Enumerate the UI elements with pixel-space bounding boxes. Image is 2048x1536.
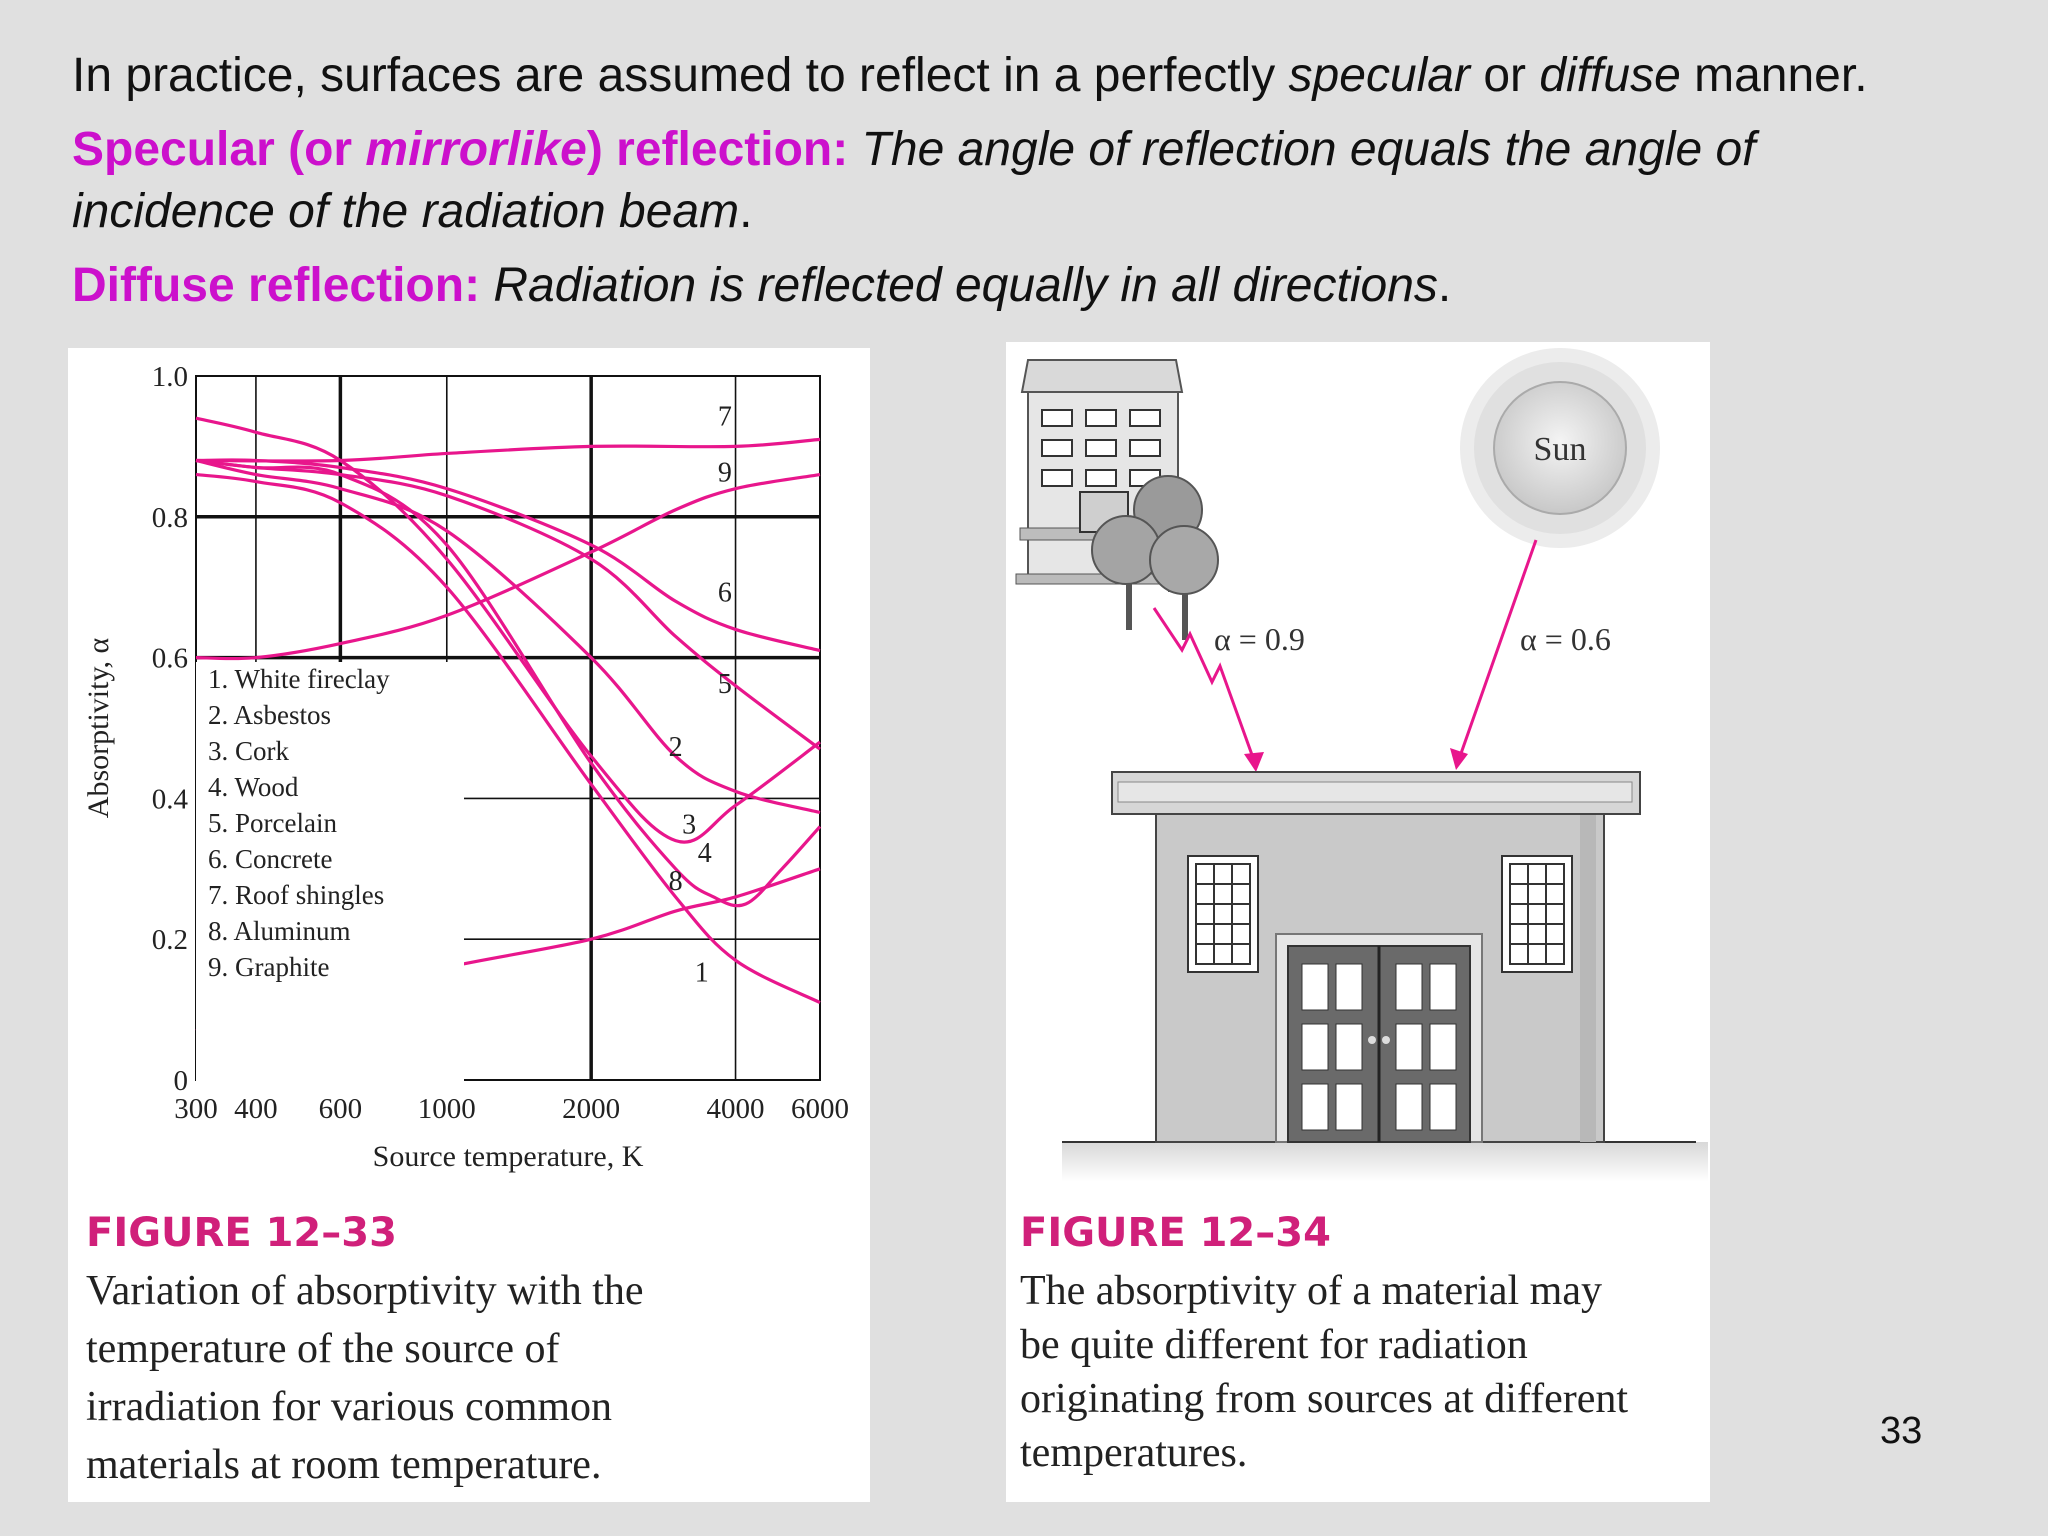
y-tick-label: 1.0: [152, 361, 188, 393]
intro-end: manner.: [1680, 49, 1868, 102]
legend-entry: 3. Cork: [208, 736, 290, 766]
legend-background: [196, 662, 464, 1082]
specular-text: The angle of reflection equals the angle…: [848, 123, 1756, 176]
alpha-left-label: α = 0.9: [1214, 621, 1305, 657]
house-icon: [1111, 771, 1641, 1143]
legend-entry: 4. Wood: [208, 772, 299, 802]
series-labels: 1 2 34 5 6 7 8 9: [669, 401, 732, 988]
ground: [1062, 1142, 1708, 1182]
y-axis-label: Absorptivity, α: [82, 638, 115, 819]
radiation-arrow-right: [1450, 539, 1538, 770]
intro-diffuse: diffuse: [1539, 49, 1681, 102]
series-8-label: 8: [669, 866, 683, 897]
specular-definition-cont: incidence of the radiation beam.: [72, 182, 752, 242]
caption-line-3: irradiation for various common: [86, 1384, 612, 1430]
radiation-arrow-left: [1152, 607, 1264, 772]
diffuse-text: Radiation is reflected equally in all di…: [480, 259, 1438, 312]
diffuse-heading: Diffuse reflection:: [72, 259, 481, 312]
legend-entry: 7. Roof shingles: [208, 880, 384, 910]
legend-entry: 6. Concrete: [208, 844, 332, 874]
series-2-line: [195, 458, 821, 815]
legend-entry: 2. Asbestos: [208, 700, 331, 730]
figure-12-34: Sun α = 0.9 α = 0.6: [1006, 342, 1710, 1502]
sun-label: Sun: [1534, 431, 1587, 468]
intro-line: In practice, surfaces are assumed to ref…: [72, 46, 1868, 106]
page-number: 33: [1880, 1410, 1923, 1452]
specular-heading-end: ) reflection:: [586, 123, 849, 176]
series-1-line: [195, 472, 821, 1004]
series-4-label: 4: [698, 838, 712, 869]
legend-entry: 8. Aluminum: [208, 916, 351, 946]
x-tick-label: 300: [174, 1093, 218, 1125]
specular-definition: Specular (or mirrorlike) reflection: The…: [72, 120, 1756, 180]
specular-heading: Specular (or: [72, 123, 366, 176]
series-3-line: [195, 416, 821, 844]
x-tick-label: 1000: [418, 1093, 476, 1125]
y-tick-label: 0.8: [152, 502, 188, 534]
series-6-label: 6: [718, 577, 732, 608]
series-7-line: [195, 437, 821, 463]
caption-line-2: be quite different for radiation: [1020, 1322, 1528, 1368]
series-1-label: 1: [695, 957, 709, 988]
caption-line-1: The absorptivity of a material may: [1020, 1268, 1602, 1314]
figure-title: FIGURE 12–34: [1020, 1210, 1331, 1256]
mirrorlike-term: mirrorlike: [365, 123, 587, 176]
x-tick-label: 4000: [707, 1093, 765, 1125]
caption-line-1: Variation of absorptivity with the: [86, 1268, 644, 1314]
x-axis-label: Source temperature, K: [373, 1140, 644, 1173]
caption-line-2: temperature of the source of: [86, 1326, 559, 1372]
figure-title: FIGURE 12–33: [86, 1210, 397, 1256]
y-tick-label: 0.2: [152, 924, 188, 956]
intro-specular: specular: [1288, 49, 1470, 102]
period: .: [1437, 259, 1452, 312]
series-9-label: 9: [718, 458, 732, 489]
chart-ticks: 300 400 600 1000 2000 4000 6000 0 0.2 0.4 0.6 0.8 1.…: [152, 361, 849, 1125]
x-tick-label: 400: [234, 1093, 277, 1125]
y-tick-label: 0.4: [152, 783, 189, 815]
absorptivity-chart: 300 400 600 1000 2000 4000 6000 0 0.2 0.4 0.6 0.8 1.…: [82, 361, 849, 1173]
series-9-line: [195, 472, 821, 661]
alpha-right-label: α = 0.6: [1520, 621, 1611, 657]
figure-12-33: 300 400 600 1000 2000 4000 6000 0 0.2 0.4 0.6 0.8 1.…: [68, 348, 870, 1502]
x-tick-label: 6000: [791, 1093, 849, 1125]
series-5-label: 5: [718, 669, 732, 700]
caption-line-3: originating from sources at different: [1020, 1376, 1628, 1422]
sun-icon: Sun: [1460, 348, 1660, 548]
legend-entry: 5. Porcelain: [208, 808, 337, 838]
series-7-label: 7: [718, 401, 732, 432]
legend-entry: 1. White fireclay: [208, 664, 390, 694]
x-tick-label: 600: [319, 1093, 363, 1125]
caption-line-4: materials at room temperature.: [86, 1442, 601, 1488]
period: .: [739, 185, 753, 238]
y-tick-label: 0.6: [152, 643, 188, 675]
series-4-line: [195, 458, 822, 908]
trees-icon: [1091, 475, 1219, 640]
specular-text-cont: incidence of the radiation beam: [72, 185, 740, 238]
y-tick-label: 0: [174, 1065, 189, 1097]
intro-text: In practice, surfaces are assumed to ref…: [72, 49, 1289, 102]
series-2-label: 2: [669, 732, 683, 763]
series-5-line: [195, 458, 821, 751]
intro-or: or: [1469, 49, 1540, 102]
diffuse-definition: Diffuse reflection: Radiation is reflect…: [72, 256, 1451, 316]
chart-legend: 1. White fireclay 2. Asbestos 3. Cork 4. Wo…: [208, 664, 390, 982]
caption-line-4: temperatures.: [1020, 1430, 1247, 1476]
legend-entry: 9. Graphite: [208, 952, 329, 982]
x-tick-label: 2000: [562, 1093, 620, 1125]
series-3-label: 3: [682, 810, 696, 841]
